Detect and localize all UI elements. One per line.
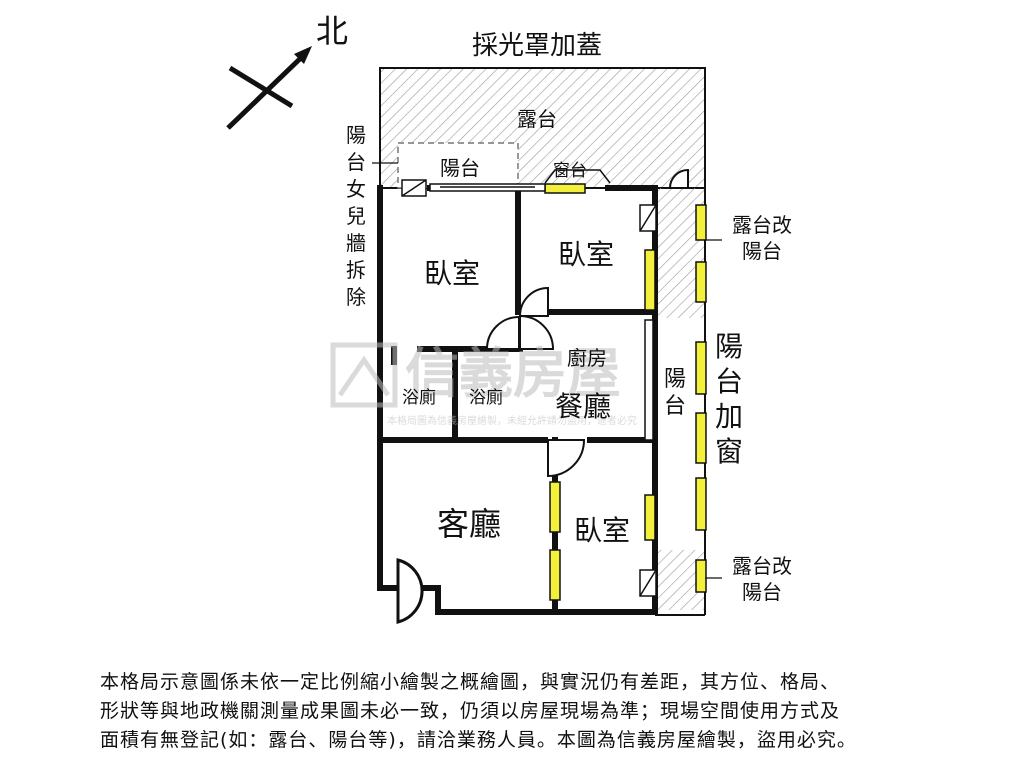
parapet-removed-note: 陽 台 女 兒 牆 拆 除 bbox=[346, 123, 366, 309]
svg-text:除: 除 bbox=[346, 285, 366, 309]
terrace-to-balcony-2: 露台改 陽台 bbox=[732, 554, 792, 604]
svg-text:女: 女 bbox=[346, 177, 366, 201]
svg-text:窗: 窗 bbox=[715, 435, 743, 468]
disclaimer-line-3: 面積有無登記(如：露台、陽台等)，請洽業務人員。本圖為信義房屋繪製，盜用必究。 bbox=[100, 729, 857, 751]
watermark-brand: 信義房屋 bbox=[405, 342, 621, 405]
svg-text:兒: 兒 bbox=[346, 204, 366, 228]
svg-text:台: 台 bbox=[715, 365, 743, 398]
living-label: 客廳 bbox=[437, 505, 501, 543]
disclaimer-line-2: 形狀等與地政機關測量成果圖未必一致，仍須以房屋現場為準；現場空間使用方式及 bbox=[100, 700, 841, 722]
doors bbox=[396, 168, 689, 624]
svg-text:露台改: 露台改 bbox=[732, 554, 792, 578]
small-balcony-label: 陽台 bbox=[440, 156, 480, 180]
bedroom-2-label: 臥室 bbox=[558, 238, 614, 271]
north-label: 北 bbox=[316, 12, 348, 50]
bedroom-3-label: 臥室 bbox=[574, 514, 630, 547]
bath-1-label: 浴廁 bbox=[402, 387, 436, 408]
terrace-label: 露台 bbox=[517, 107, 557, 131]
svg-text:拆: 拆 bbox=[346, 258, 366, 282]
svg-text:陽: 陽 bbox=[664, 367, 686, 392]
kitchen-label: 廚房 bbox=[567, 346, 607, 370]
bath-2-label: 浴廁 bbox=[469, 387, 503, 408]
svg-text:陽: 陽 bbox=[346, 123, 366, 147]
bedroom-1-label: 臥室 bbox=[424, 257, 480, 290]
mid-balcony-label: 陽 台 bbox=[664, 367, 686, 419]
window-sill-label: 窗台 bbox=[553, 161, 587, 181]
disclaimer: 本格局示意圖係未依一定比例縮小繪製之概繪圖，與實況仍有差距，其方位、格局、 形狀… bbox=[100, 668, 930, 755]
windows bbox=[544, 183, 707, 601]
dining-label: 餐廳 bbox=[555, 390, 611, 423]
svg-text:露台改: 露台改 bbox=[732, 213, 792, 237]
watermark-notice: 本格局圖為信義房屋繪製，未經允許請勿盜用，違者必究 bbox=[387, 414, 637, 427]
balcony-window-label: 陽 台 加 窗 bbox=[715, 330, 743, 468]
svg-text:台: 台 bbox=[664, 394, 686, 419]
svg-text:牆: 牆 bbox=[346, 231, 366, 255]
north-arrow: 北 bbox=[226, 12, 348, 130]
disclaimer-line-1: 本格局示意圖係未依一定比例縮小繪製之概繪圖，與實況仍有差距，其方位、格局、 bbox=[100, 671, 841, 693]
svg-text:加: 加 bbox=[715, 400, 743, 433]
svg-text:陽台: 陽台 bbox=[742, 239, 782, 263]
svg-text:陽台: 陽台 bbox=[742, 580, 782, 604]
svg-text:台: 台 bbox=[346, 150, 366, 174]
skylight-cover-label: 採光罩加蓋 bbox=[472, 31, 602, 61]
fixtures bbox=[401, 169, 657, 597]
watermark: 信義房屋 本格局圖為信義房屋繪製，未經允許請勿盜用，違者必究 bbox=[330, 342, 637, 427]
svg-text:陽: 陽 bbox=[715, 330, 743, 363]
terrace-to-balcony-1: 露台改 陽台 bbox=[732, 213, 792, 263]
